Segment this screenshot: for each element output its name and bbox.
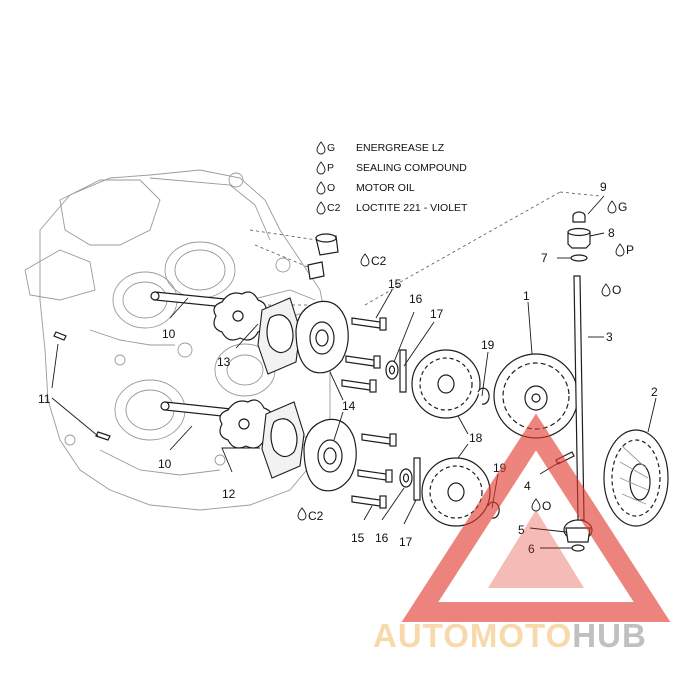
callout-8: 8 bbox=[608, 226, 615, 240]
callout-7: 7 bbox=[541, 251, 548, 265]
legend-item-o: O MOTOR OIL bbox=[316, 181, 415, 195]
marker-loctite-upper: C2 bbox=[360, 253, 387, 268]
marker-code: C2 bbox=[308, 509, 324, 523]
drop-icon bbox=[316, 181, 326, 195]
inner-rotor-upper bbox=[213, 291, 267, 341]
screw-set-upper bbox=[341, 317, 387, 393]
drop-icon bbox=[615, 243, 625, 257]
circlip-upper bbox=[477, 387, 490, 405]
callout-numbers: 1 2 3 4 5 6 7 8 9 10 10 11 12 13 14 15 1… bbox=[38, 180, 658, 556]
callout-6: 6 bbox=[528, 542, 535, 556]
callout-17-upper: 17 bbox=[430, 307, 444, 321]
dowel-pin-small bbox=[307, 261, 325, 280]
callout-14: 14 bbox=[342, 399, 356, 413]
callout-19-upper: 19 bbox=[481, 338, 495, 352]
marker-code: O bbox=[542, 499, 551, 513]
marker-oil-shaft: O bbox=[601, 283, 621, 297]
callout-5: 5 bbox=[518, 523, 525, 537]
callout-2: 2 bbox=[651, 385, 658, 399]
triangle-inner bbox=[488, 510, 584, 588]
drop-icon bbox=[316, 161, 326, 175]
legend-text: MOTOR OIL bbox=[356, 182, 415, 194]
marker-grease: G bbox=[607, 200, 627, 214]
legend-code: O bbox=[327, 182, 335, 194]
pump-gear-upper bbox=[411, 349, 481, 419]
shim-upper bbox=[399, 349, 407, 393]
marker-code: P bbox=[626, 243, 634, 257]
callout-11: 11 bbox=[38, 392, 51, 406]
drop-icon bbox=[316, 141, 326, 155]
drop-icon bbox=[360, 253, 370, 267]
callout-10-lower: 10 bbox=[158, 457, 172, 471]
washer-lower bbox=[399, 468, 413, 488]
dowel-pin-upper bbox=[53, 331, 67, 341]
outer-rotor-upper bbox=[257, 297, 301, 375]
marker-sealing: P bbox=[615, 243, 634, 257]
drop-icon bbox=[316, 201, 326, 215]
shim-lower bbox=[413, 457, 421, 501]
legend-code: P bbox=[327, 162, 334, 174]
marker-code: G bbox=[618, 200, 627, 214]
callout-1: 1 bbox=[523, 289, 530, 303]
bevel-gear bbox=[603, 429, 669, 527]
pump-gear-lower bbox=[421, 457, 491, 527]
callout-17-lower: 17 bbox=[399, 535, 413, 549]
legend-item-g: G ENERGREASE LZ bbox=[316, 141, 445, 155]
marker-code: O bbox=[612, 283, 621, 297]
legend-item-p: P SEALING COMPOUND bbox=[316, 161, 467, 175]
lubricant-legend: G ENERGREASE LZ P SEALING COMPOUND O MOT… bbox=[316, 141, 468, 215]
bushing bbox=[315, 233, 339, 256]
legend-item-c2: C2 LOCTITE 221 - VIOLET bbox=[316, 201, 468, 215]
callout-3: 3 bbox=[606, 330, 613, 344]
callout-10-upper: 10 bbox=[162, 327, 176, 341]
legend-code: G bbox=[327, 142, 335, 154]
pinion-gear bbox=[563, 519, 593, 543]
legend-text: SEALING COMPOUND bbox=[356, 162, 467, 174]
marker-oil-pinion: O bbox=[531, 498, 551, 513]
washer-top bbox=[570, 254, 588, 262]
legend-text: ENERGREASE LZ bbox=[356, 142, 445, 154]
callout-9: 9 bbox=[600, 180, 607, 194]
callout-13: 13 bbox=[217, 355, 231, 369]
callout-15-lower: 15 bbox=[351, 531, 365, 545]
pump-cover-upper bbox=[295, 300, 349, 374]
callout-16-upper: 16 bbox=[409, 292, 423, 306]
legend-text: LOCTITE 221 - VIOLET bbox=[356, 202, 468, 214]
drop-icon bbox=[601, 283, 611, 297]
retaining-clip bbox=[571, 544, 585, 552]
drop-icon bbox=[607, 200, 617, 214]
dowel-pin-lower bbox=[95, 431, 111, 441]
watermark-brand: AUTOMOTOHUB bbox=[373, 617, 647, 654]
top-cap bbox=[572, 211, 586, 223]
callout-15-upper: 15 bbox=[388, 277, 402, 291]
pump-cover-lower bbox=[303, 418, 357, 492]
callout-4: 4 bbox=[524, 479, 531, 493]
callout-18: 18 bbox=[469, 431, 483, 445]
marker-loctite-lower: C2 bbox=[297, 507, 324, 523]
drop-icon bbox=[531, 498, 541, 512]
seal-bushing bbox=[567, 227, 591, 249]
watermark-brand-a: AUTOMOTO bbox=[373, 617, 572, 654]
screw-set-lower bbox=[351, 433, 397, 509]
legend-code: C2 bbox=[327, 202, 341, 214]
drop-icon bbox=[297, 507, 307, 521]
callout-12: 12 bbox=[222, 487, 236, 501]
triangle-outer bbox=[401, 413, 671, 622]
outer-rotor-lower bbox=[261, 401, 305, 479]
callout-16-lower: 16 bbox=[375, 531, 389, 545]
lubricant-markers: G P O O C2 C2 bbox=[297, 200, 634, 523]
watermark-logo: AUTOMOTOHUB bbox=[373, 413, 671, 654]
watermark-brand-b: HUB bbox=[572, 617, 647, 654]
washer-upper bbox=[385, 360, 399, 380]
marker-code: C2 bbox=[371, 254, 387, 268]
